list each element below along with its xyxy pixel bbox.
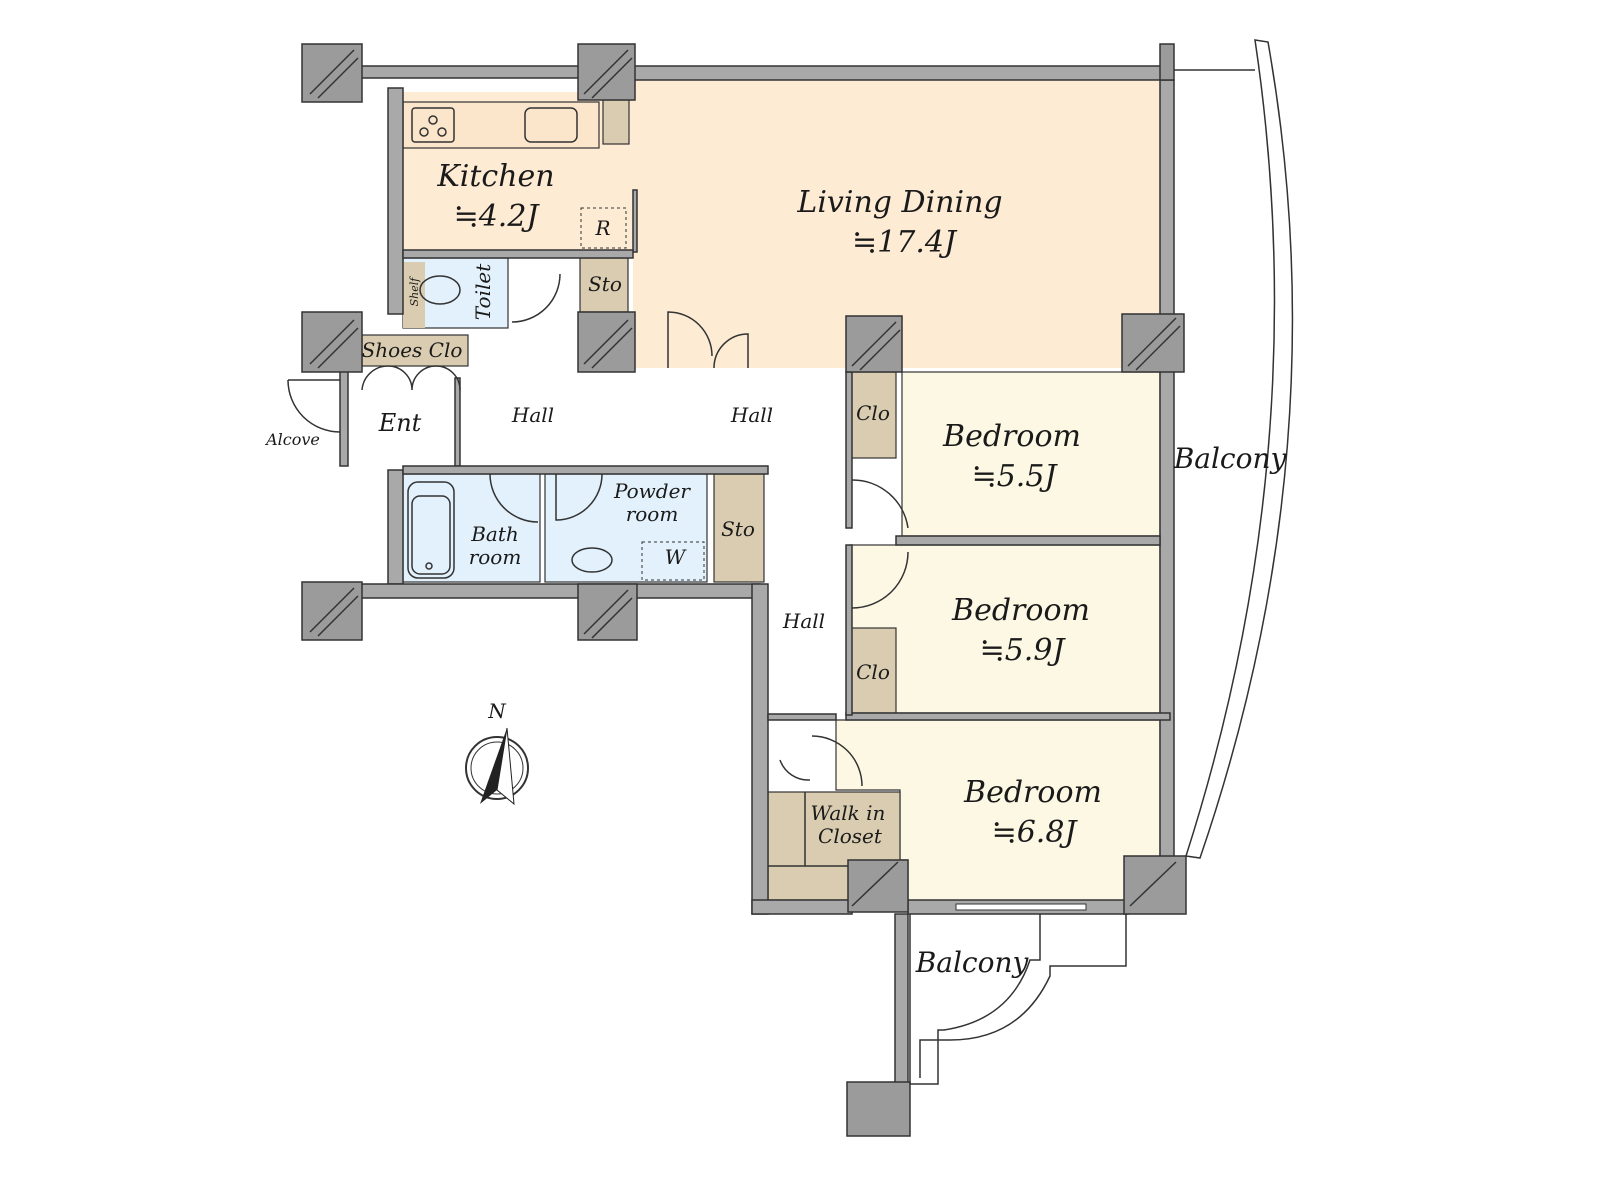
sink-icon [524,107,578,143]
door-swing [489,473,539,523]
north-compass-icon: N [465,699,529,806]
room-labels: Kitchen ≒4.2J Living Dining ≒17.4J R Toi… [264,159,1287,979]
hall-label: Hall [730,403,773,427]
column [301,311,363,373]
column [1123,855,1187,915]
column [845,315,903,373]
pantry-area [602,99,630,145]
bedroom-2-area [849,544,1161,714]
bath-label-line1: Bath [470,522,519,546]
alcove-label: Alcove [264,430,320,449]
hall-label: Hall [511,403,554,427]
balcony-south-outline [909,914,1127,1085]
stove-icon [411,107,455,143]
balcony-east-outline [1174,39,1294,859]
column [301,581,363,641]
closet-label-2: Clo [856,660,890,684]
balcony-south-label: Balcony [915,946,1030,979]
washer-label: W [665,545,687,569]
toilet-icon [419,275,461,305]
shoes-closet-area [361,334,469,367]
balcony-east-label: Balcony [1173,442,1288,475]
balconies [909,39,1294,1085]
bedroom-1-area-label: ≒5.5J [972,459,1059,494]
shelf-area [403,262,425,328]
storage-area-2 [713,473,765,583]
column [577,311,636,373]
door-swing [851,479,909,529]
door-swing [851,551,909,609]
powder-label-line2: room [626,502,679,526]
compass-label: N [487,699,507,723]
column [1121,313,1185,373]
column [577,583,638,641]
walls [339,65,1175,1085]
door-swing [287,379,341,433]
room-fills [361,80,1161,903]
closet-label-1: Clo [856,401,890,425]
column [846,1081,911,1137]
bedroom-2-label: Bedroom [951,593,1090,628]
toilet-label: Toilet [471,263,495,320]
column [577,43,636,101]
fridge-label: R [594,216,610,240]
kitchen-area-label: ≒4.2J [454,199,541,234]
column [301,43,363,103]
closet-2-area [849,627,897,714]
washer-space [641,541,705,581]
storage-label-1: Sto [588,272,622,296]
kitchen-label: Kitchen [436,159,554,194]
bedroom-2-area-label: ≒5.9J [980,633,1067,668]
door-swing [511,273,561,323]
door-swing [779,735,863,787]
kitchen-counter [402,101,600,149]
living-dining-label: Living Dining [796,185,1002,220]
fridge-space [580,207,627,249]
door-swing [361,365,461,391]
hall-label: Hall [782,609,825,633]
walk-in-closet-label-line2: Closet [818,824,883,848]
door-swing [667,311,749,369]
powder-area [544,473,708,583]
bathtub-icon [407,481,455,579]
door-swing [555,473,603,521]
column [847,859,909,913]
window [955,903,1087,911]
storage-label-2: Sto [721,517,755,541]
bedroom-1-area [901,371,1161,537]
powder-label-line1: Powder [613,479,691,503]
bedroom-3-area-label: ≒6.8J [992,815,1079,850]
shoes-closet-label: Shoes Clo [362,338,463,362]
bedroom-1-label: Bedroom [942,419,1081,454]
structural-columns [301,43,1187,1137]
column [1159,43,1175,81]
walk-in-closet-label-line1: Walk in [811,801,886,825]
shelf-label: Shelf [408,276,421,307]
living-dining-area-label: ≒17.4J [852,225,958,260]
washbasin-icon [571,547,613,573]
bath-label-line2: room [469,545,522,569]
bedroom-3-label: Bedroom [963,775,1102,810]
fixtures [287,107,1087,911]
entrance-label: Ent [378,409,422,437]
